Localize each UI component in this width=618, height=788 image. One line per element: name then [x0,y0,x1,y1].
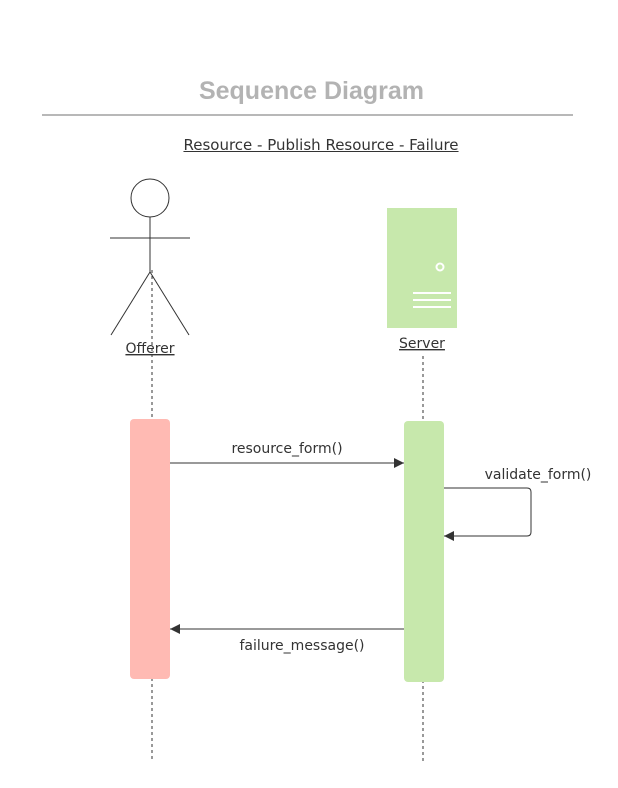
page-title: Sequence Diagram [198,77,425,105]
server-activation-bar [404,421,444,682]
diagram-subtitle: Resource - Publish Resource - Failure [183,136,459,154]
offerer-activation-bar [130,419,170,679]
validate-form-arrow [444,487,532,541]
server-label: Server [399,336,445,352]
validate-form-label: validate_form() [485,467,592,483]
resource-form-label: resource_form() [231,441,342,457]
offerer-actor-icon [110,178,190,336]
offerer-label: Offerer [125,341,174,357]
server-icon [387,208,457,328]
title-divider [42,114,573,116]
failure-message-label: failure_message() [239,638,364,654]
